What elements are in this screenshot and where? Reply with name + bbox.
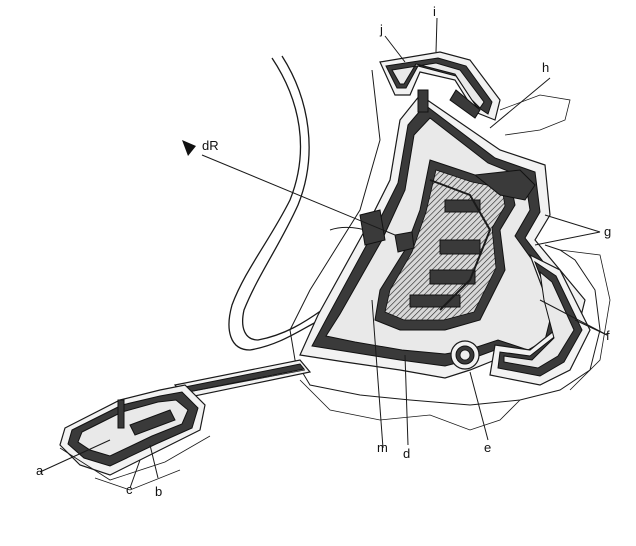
north-arrow-icon <box>182 140 196 156</box>
label-c: c <box>126 482 133 497</box>
label-f: f <box>606 328 610 343</box>
label-m: m <box>377 440 388 455</box>
leader-lines <box>39 17 608 489</box>
main-fort <box>299 94 586 379</box>
label-e: e <box>484 440 491 455</box>
label-j: j <box>379 22 383 37</box>
glacis-outline <box>289 69 611 431</box>
label-h: h <box>542 60 549 75</box>
label-i: i <box>433 4 436 19</box>
label-g: g <box>604 224 611 239</box>
label-dR: dR <box>202 138 219 153</box>
label-b: b <box>155 484 162 499</box>
causeway <box>173 359 312 399</box>
east-outwork <box>450 253 591 386</box>
label-d: d <box>403 446 410 461</box>
labels-layer: a c b m d e f g h i j dR <box>36 4 611 499</box>
label-a: a <box>36 463 44 478</box>
gate-structure <box>359 209 415 253</box>
north-outwork <box>379 51 501 121</box>
